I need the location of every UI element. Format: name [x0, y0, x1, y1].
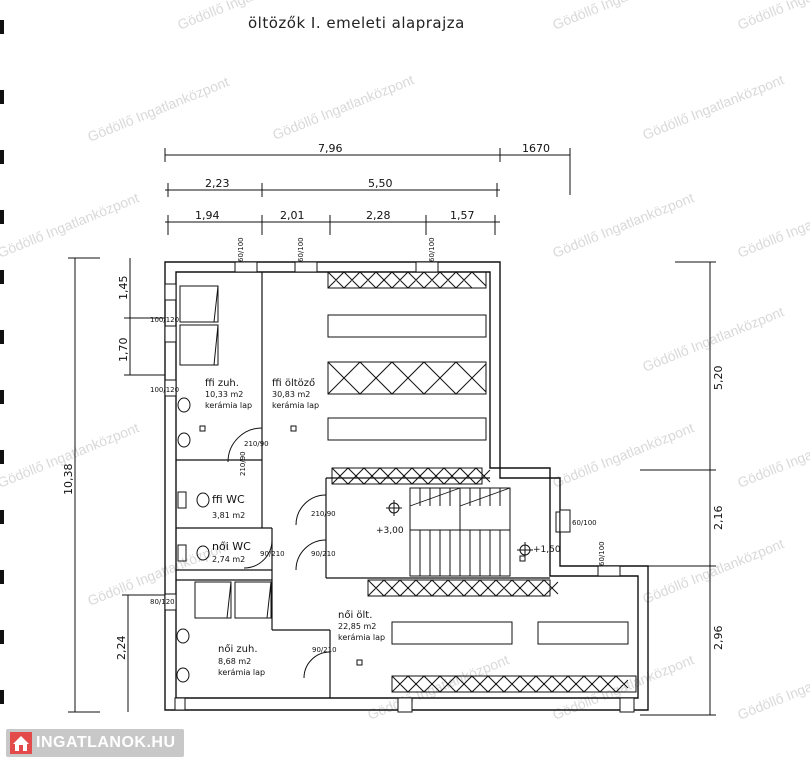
- room-name: ffi WC: [212, 493, 245, 506]
- watermark: Gödöllő Ingatlanközpont: [735, 189, 810, 260]
- door-label: 100/120: [150, 316, 179, 324]
- watermark: Gödöllő Ingatlanközpont: [365, 651, 511, 722]
- watermark: Gödöllő Ingatlanközpont: [735, 651, 810, 722]
- watermark: Gödöllő Ingatlanközpont: [640, 535, 786, 606]
- dim-row2-a: 2,23: [205, 177, 230, 190]
- level-markers: [386, 500, 533, 558]
- room-area: 2,74 m2: [212, 555, 245, 564]
- room-area: 8,68 m2: [218, 657, 251, 666]
- room-name: ffi zuh.: [205, 378, 239, 389]
- dim-top-total: 7,96: [318, 142, 343, 155]
- room-area: 10,33 m2: [205, 390, 243, 399]
- room-area: 30,83 m2: [272, 390, 310, 399]
- windows: [164, 261, 621, 611]
- watermark: Gödöllő Ingatlanközpont: [735, 419, 810, 490]
- level-right: +1,50: [533, 545, 561, 555]
- door-label: 210/90: [244, 440, 269, 448]
- room-noi-zuh: női zuh. 8,68 m2 kerámia lap: [218, 643, 265, 677]
- window-label: 60/100: [428, 237, 436, 262]
- scan-edge-marks: [0, 20, 4, 704]
- staircase: [409, 487, 511, 577]
- watermark: Gödöllő Ingatlanközpont: [550, 189, 696, 260]
- room-area: 3,81 m2: [212, 511, 245, 520]
- door-label: 210/90: [311, 510, 336, 518]
- dimension-lines-left: [68, 257, 165, 713]
- door-label: 210/90: [239, 451, 247, 476]
- room-name: ffi öltöző: [272, 377, 315, 389]
- watermark: Gödöllő Ingatlanközpont: [550, 419, 696, 490]
- watermark: Gödöllő Ingatlanközpont: [735, 0, 810, 33]
- door-label: 90/210: [260, 550, 285, 558]
- sanitary-fixtures: [176, 397, 565, 683]
- ingatlanok-logo: INGATLANOK.HU: [6, 729, 184, 757]
- plan-title: öltözők I. emeleti alaprajza: [248, 14, 465, 32]
- outer-walls: [164, 261, 649, 711]
- dim-row2-b: 5,50: [368, 177, 393, 190]
- door-label: 90/210: [312, 646, 337, 654]
- dim-left-top2: 1,70: [117, 338, 130, 363]
- room-floor: kerámia lap: [272, 401, 319, 410]
- dim-row3-a: 1,94: [195, 209, 220, 222]
- room-ffi-wc: ffi WC 3,81 m2: [212, 493, 245, 520]
- window-label: 60/100: [598, 541, 606, 566]
- room-name: női WC: [212, 540, 251, 553]
- window-label: 60/100: [572, 519, 597, 527]
- window-label: 60/100: [297, 237, 305, 262]
- room-noi-olt: női ölt. 22,85 m2 kerámia lap: [338, 609, 385, 642]
- shower-cubicles: [179, 285, 272, 619]
- watermark: Gödöllő Ingatlanközpont: [270, 71, 416, 142]
- pillars: [174, 697, 635, 713]
- room-noi-wc: női WC 2,74 m2: [212, 540, 251, 564]
- dim-right-3: 2,96: [712, 626, 725, 651]
- level-top: +3,00: [376, 526, 404, 536]
- door-label: 80/120: [150, 598, 175, 606]
- watermark: Gödöllő Ingatlanközpont: [550, 0, 696, 33]
- room-ffi-oltozo: ffi öltöző 30,83 m2 kerámia lap: [272, 377, 319, 410]
- door-label: 90/210: [311, 550, 336, 558]
- benches: [327, 271, 637, 693]
- watermark: Gödöllő Ingatlanközpont: [640, 71, 786, 142]
- door-label: 100/120: [150, 386, 179, 394]
- logo-text: INGATLANOK.HU: [36, 734, 176, 751]
- dim-row3-b: 2,01: [280, 209, 305, 222]
- room-name: női zuh.: [218, 643, 258, 655]
- room-area: 22,85 m2: [338, 622, 376, 631]
- watermark: Gödöllő Ingatlanközpont: [175, 0, 321, 33]
- room-name: női ölt.: [338, 609, 372, 621]
- watermark: Gödöllő Ingatlanközpont: [0, 189, 141, 260]
- dimension-lines-right: [640, 261, 716, 716]
- room-floor: kerámia lap: [338, 633, 385, 642]
- room-ffi-zuh: ffi zuh. 10,33 m2 kerámia lap: [205, 378, 252, 410]
- watermark: Gödöllő Ingatlanközpont: [85, 73, 231, 144]
- house-icon: [10, 732, 32, 754]
- dim-row3-d: 1,57: [450, 209, 475, 222]
- dim-right-2: 2,16: [712, 506, 725, 531]
- dim-left-top1: 1,45: [117, 276, 130, 301]
- dim-top-extra: 1670: [522, 142, 550, 155]
- door-swings: [227, 427, 331, 679]
- window-label: 60/100: [237, 237, 245, 262]
- room-floor: kerámia lap: [205, 401, 252, 410]
- dimension-lines-top: [164, 148, 571, 235]
- dim-right-1: 5,20: [712, 366, 725, 391]
- dim-row3-c: 2,28: [366, 209, 391, 222]
- dim-left-total: 10,38: [62, 464, 75, 496]
- dim-left-bottom: 2,24: [115, 636, 128, 661]
- watermark: Gödöllő Ingatlanközpont: [640, 303, 786, 374]
- room-floor: kerámia lap: [218, 668, 265, 677]
